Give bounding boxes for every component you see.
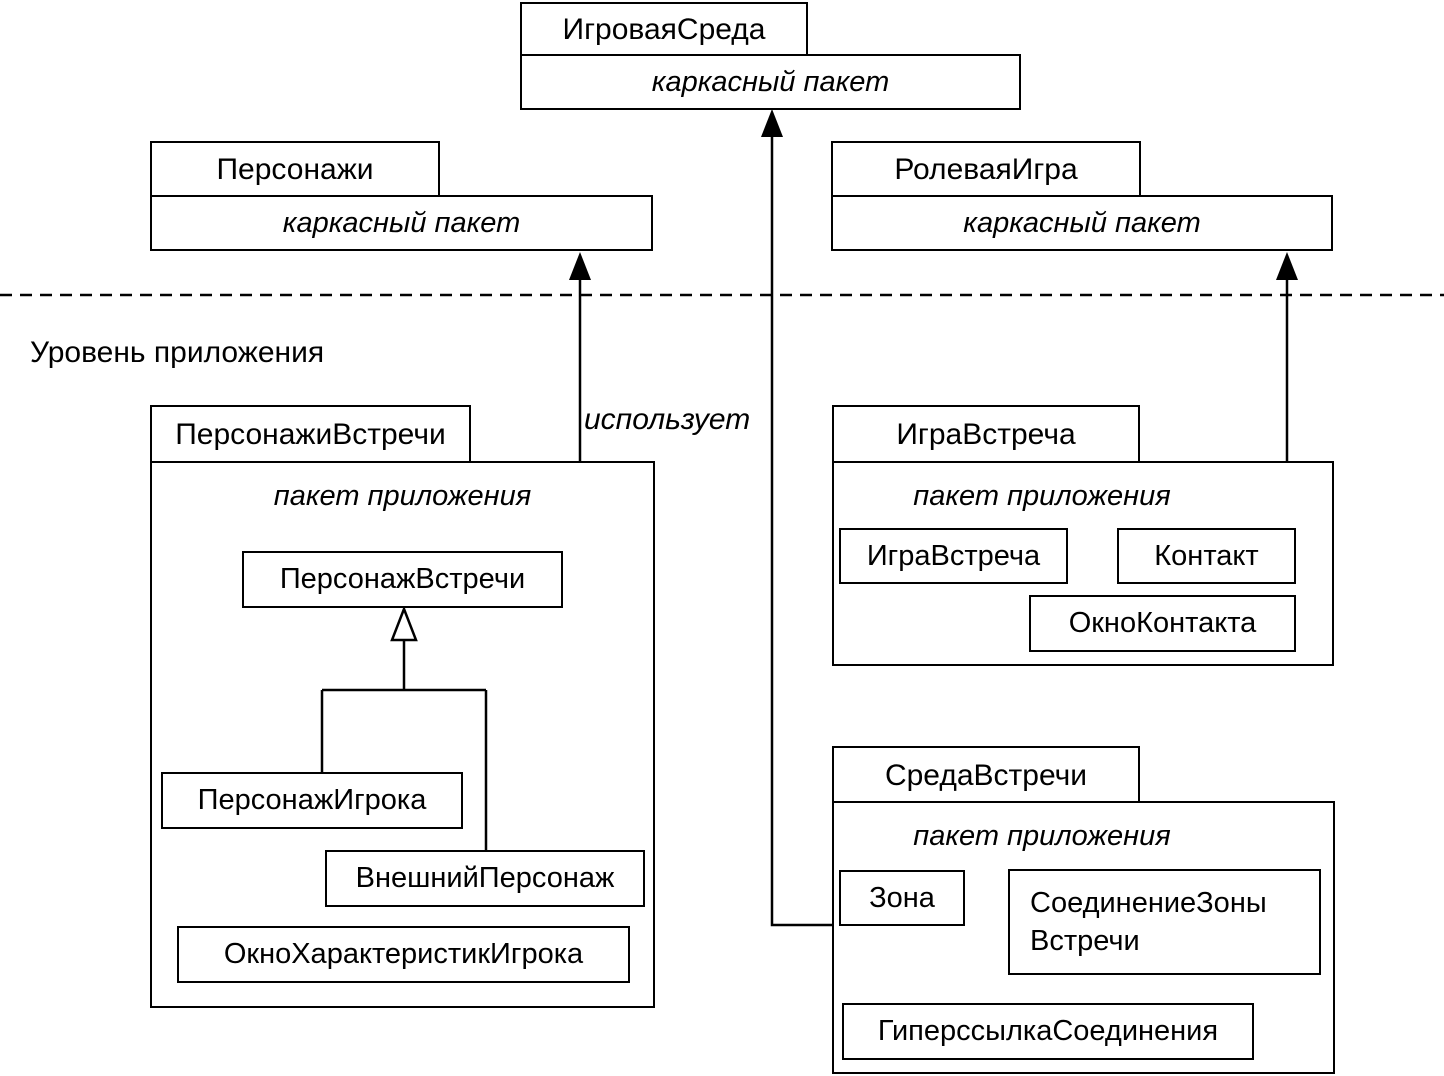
class-zone-connection: СоединениеЗоны Встречи [1008, 869, 1321, 975]
package-game-env-body: каркасный пакет [520, 54, 1021, 110]
package-encounter-env-name: СредаВстречи [884, 758, 1088, 792]
package-encounter-chars-tab: ПерсонажиВстречи [150, 405, 471, 463]
class-encounter-char: ПерсонажВстречи [242, 551, 563, 608]
package-encounter-game-body [832, 461, 1334, 666]
class-encounter-game: ИграВстреча [839, 528, 1068, 584]
package-encounter-chars-body [150, 461, 655, 1008]
package-role-game-tab: РолеваяИгра [831, 141, 1141, 197]
class-player-char: ПерсонажИгрока [161, 772, 463, 829]
arrowhead-role-game [1276, 252, 1298, 280]
class-zone-connection-line2: Встречи [1030, 925, 1140, 957]
package-characters-tab: Персонажи [150, 141, 440, 197]
arrowhead-characters [569, 252, 591, 280]
package-characters-name: Персонажи [216, 153, 374, 186]
package-role-game-name: РолеваяИгра [894, 153, 1078, 186]
package-characters-stereotype: каркасный пакет [282, 206, 521, 239]
package-game-env-stereotype: каркасный пакет [651, 65, 890, 98]
package-encounter-game-name: ИграВстреча [896, 418, 1076, 451]
class-contact-window: ОкноКонтакта [1029, 595, 1296, 652]
package-encounter-env-stereotype: пакет приложения [913, 820, 1171, 852]
application-layer-label: Уровень приложения [30, 336, 325, 369]
uses-label: использует [582, 403, 753, 437]
package-encounter-chars-stereotype: пакет приложения [273, 480, 532, 512]
package-encounter-game-tab: ИграВстреча [832, 405, 1140, 463]
package-game-env-tab: ИгроваяСреда [520, 2, 808, 56]
class-zone-connection-line1: СоединениеЗоны [1030, 887, 1267, 919]
class-zone: Зона [839, 870, 965, 926]
package-encounter-env-tab: СредаВстречи [832, 746, 1140, 803]
package-characters-body: каркасный пакет [150, 195, 653, 251]
dependency-line-encounter-env [770, 135, 833, 927]
class-contact: Контакт [1117, 528, 1296, 584]
class-external-char: ВнешнийПерсонаж [325, 850, 645, 907]
arrowhead-game-env [761, 109, 783, 137]
package-encounter-game-stereotype: пакет приложения [913, 480, 1171, 512]
package-encounter-chars-name: ПерсонажиВстречи [175, 418, 446, 451]
class-connection-hyperlink: ГиперссылкаСоединения [842, 1003, 1254, 1060]
class-player-stats-window: ОкноХарактеристикИгрока [177, 926, 630, 983]
package-game-env-name: ИгроваяСреда [562, 13, 766, 46]
package-role-game-stereotype: каркасный пакет [963, 206, 1201, 239]
package-role-game-body: каркасный пакет [831, 195, 1333, 251]
package-encounter-env-body [832, 801, 1335, 1074]
